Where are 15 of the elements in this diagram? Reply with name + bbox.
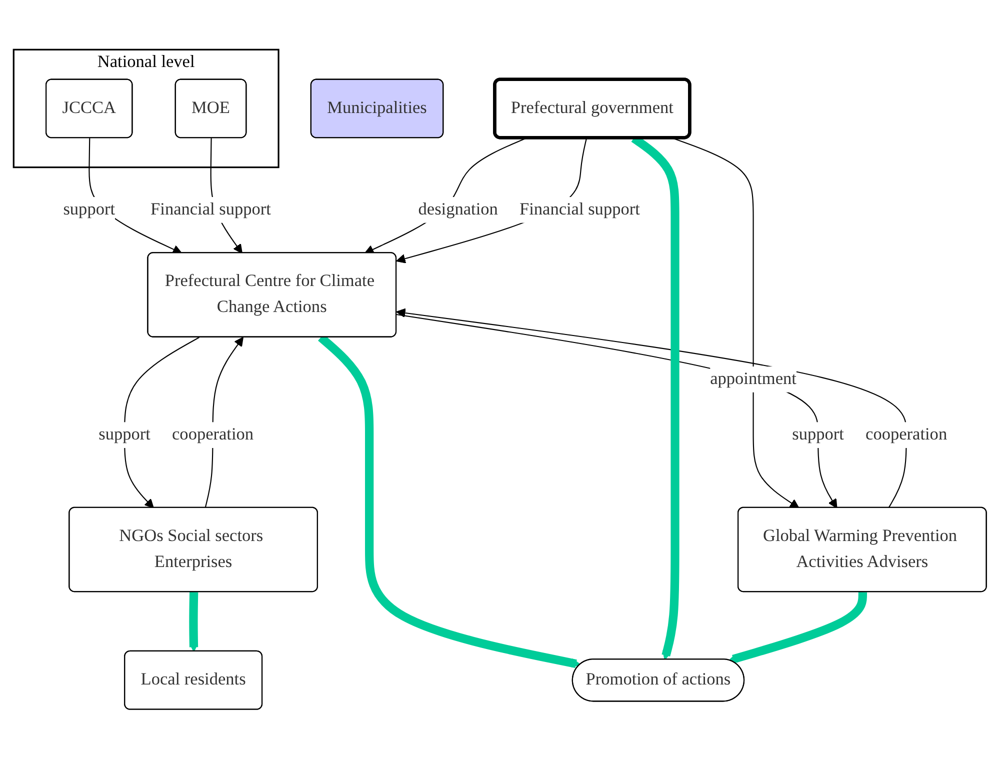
edge-label: Financial support	[519, 200, 640, 218]
edge-label: Financial support	[150, 200, 271, 218]
edge-label: support	[98, 424, 150, 444]
arrow	[364, 137, 526, 254]
edge-label: appointment	[710, 369, 796, 388]
arrow	[396, 308, 907, 508]
arrow	[188, 592, 198, 652]
edge-label: cooperation	[866, 424, 948, 444]
arrow	[672, 137, 800, 508]
arrow	[396, 138, 588, 263]
edge-label: cooperation	[172, 424, 254, 444]
arrow	[728, 592, 868, 663]
edge-label: support	[792, 424, 844, 444]
edge-label: support	[63, 200, 116, 218]
edge-label: designation	[418, 200, 498, 218]
